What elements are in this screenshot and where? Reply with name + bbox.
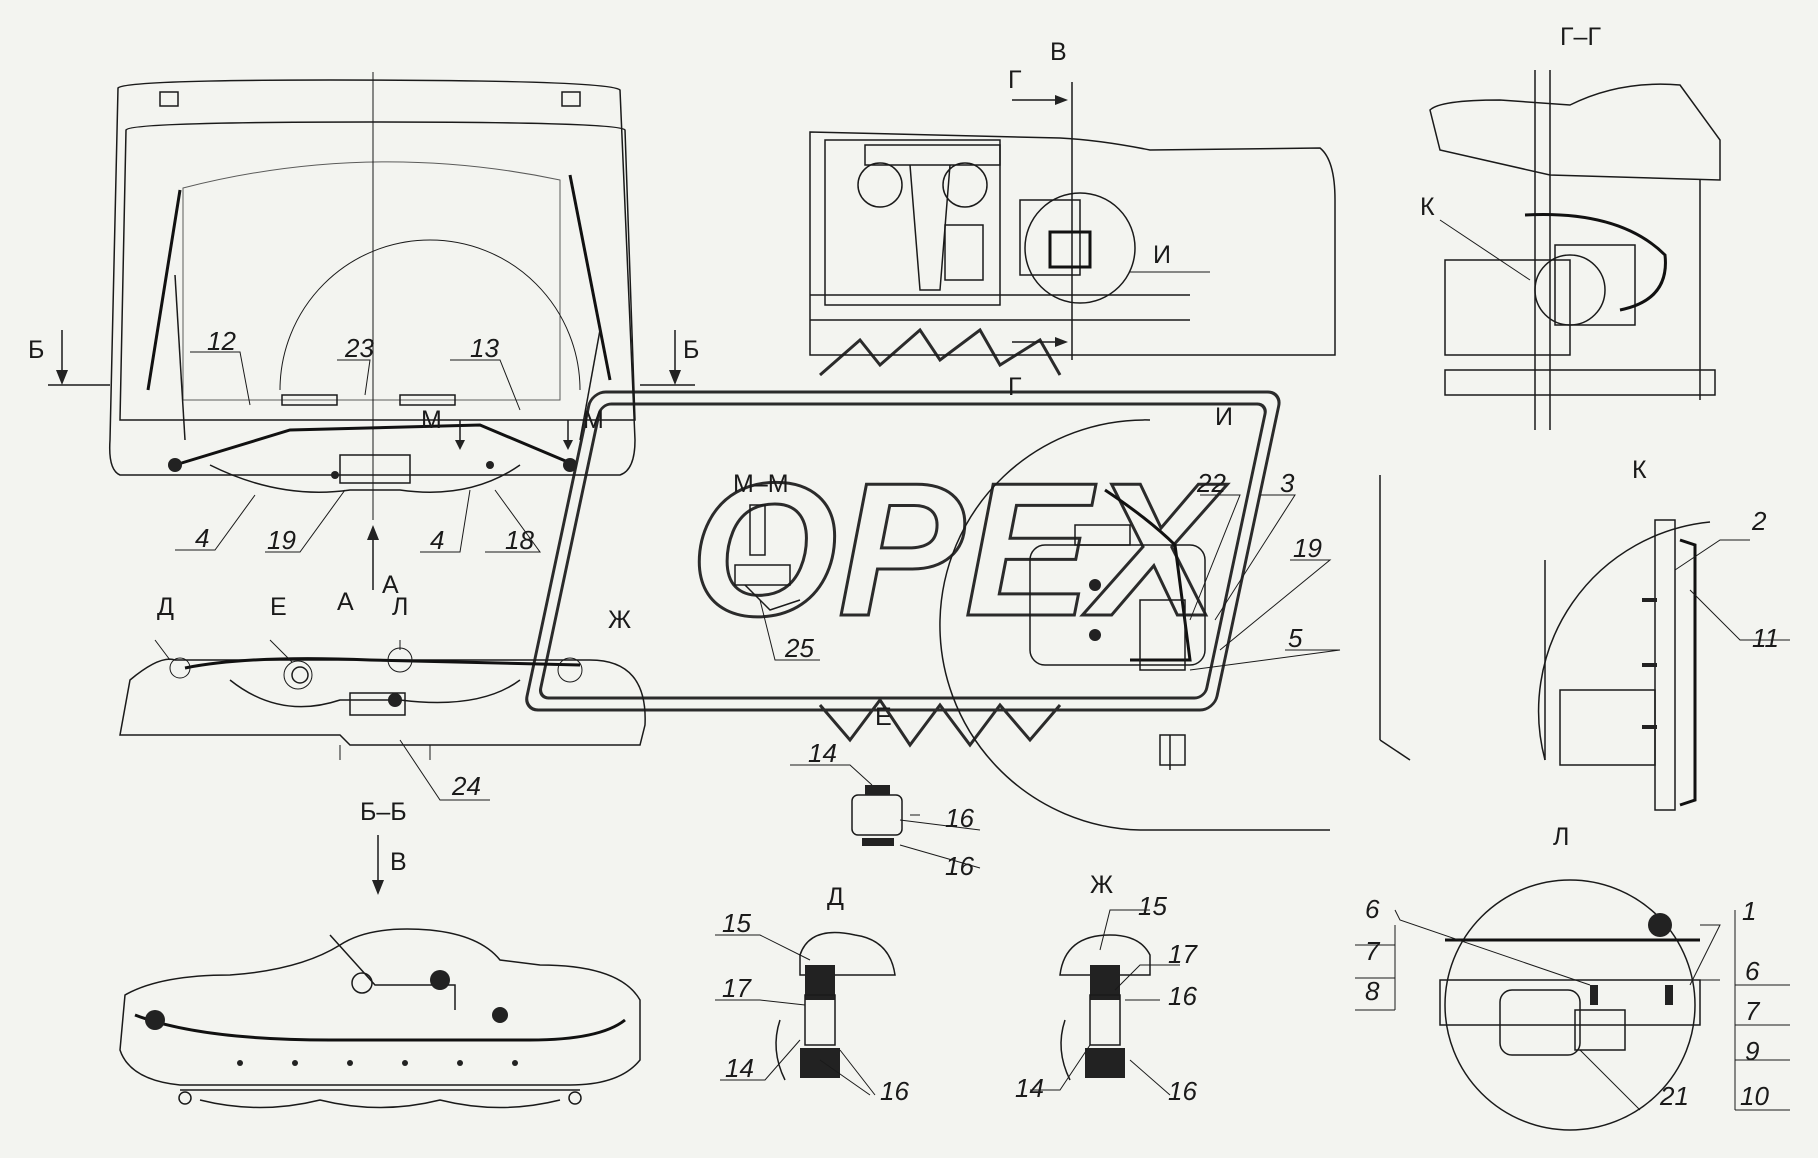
part-25-label: 25 [784,633,814,663]
view-k-title: К [1632,456,1647,484]
section-g-bottom-label: Г [1008,373,1022,401]
part-2-label: 2 [1751,506,1767,536]
view-a-title: А [337,588,354,616]
part-7l-label: 7 [1365,936,1381,966]
view-a-arrow-label: А [382,571,399,599]
view-v-bb-label: В [390,848,407,876]
part-17zh-label: 17 [1168,939,1198,969]
section-mm-title: М–М [733,470,789,498]
part-6l-label: 6 [1365,894,1380,924]
section-m-left-label: М [421,406,442,434]
part-14zh-label: 14 [1015,1073,1044,1103]
part-5-label: 5 [1288,623,1303,653]
callout-k-label: К [1420,193,1435,221]
part-14-label: 14 [808,738,837,768]
view-d: Д 15 17 14 16 [715,883,909,1106]
callout-e-top-label: Е [270,593,287,621]
view-zh: Ж 15 17 16 14 16 [1015,871,1198,1106]
part-16a-label: 16 [945,803,974,833]
part-6r-label: 6 [1745,956,1760,986]
part-16zh-label: 16 [1168,981,1197,1011]
section-g-top-label: Г [1008,66,1022,94]
part-19-label: 19 [267,525,296,555]
callout-d-label: Д [157,593,174,621]
callout-l-label: Л [392,593,408,621]
part-4-label-b: 4 [430,525,444,555]
section-b-left-label: Б [28,336,44,364]
view-v-dashboard: В Г Г И [809,38,1336,401]
part-1-label: 1 [1742,896,1756,926]
callout-zh-label: Ж [608,606,631,634]
part-16zh2-label: 16 [1168,1076,1197,1106]
callout-e-label: Е [875,703,892,731]
view-l-title: Л [1553,823,1569,851]
section-g-g: Г–Г К [1420,23,1721,430]
part-15d-label: 15 [722,908,751,938]
part-8l-label: 8 [1365,976,1380,1006]
view-zh-title: Ж [1090,871,1113,899]
part-16b-label: 16 [945,851,974,881]
view-l: Л 6 7 8 1 6 7 9 10 21 [1355,823,1790,1131]
part-21-label: 21 [1659,1081,1689,1111]
part-23-label: 23 [344,333,374,363]
part-4-label: 4 [195,523,209,553]
view-e-nozzle: 14 16 16 [790,738,981,881]
part-12-label: 12 [207,326,236,356]
part-9-label: 9 [1745,1036,1759,1066]
view-v-title: В [1050,38,1067,66]
callout-i-label: И [1153,241,1171,269]
section-b-right-label: Б [683,336,699,364]
section-b-b: Б–Б В [119,798,641,1109]
part-7r-label: 7 [1745,996,1761,1026]
view-d-title: Д [827,883,844,911]
part-24-label: 24 [451,771,481,801]
part-15zh-label: 15 [1138,891,1167,921]
part-14d-label: 14 [725,1053,754,1083]
part-11-label: 11 [1752,623,1779,653]
part-17d-label: 17 [722,973,752,1003]
section-bb-title: Б–Б [360,798,407,826]
view-k: К 2 11 [1537,456,1790,811]
view-i-washer-tank: И 22 3 19 5 [939,403,1411,831]
section-m-m: М–М 25 Ж Е [608,470,892,731]
part-19b-label: 19 [1293,533,1322,563]
part-16d-label: 16 [880,1076,909,1106]
section-m-right-label: М [583,406,604,434]
part-3-label: 3 [1280,468,1295,498]
view-i-title: И [1215,403,1233,431]
view-a: А Д Е Л 24 [119,588,646,801]
section-gg-title: Г–Г [1560,23,1601,51]
front-view: 12 23 13 4 19 4 18 Б Б М М А [28,72,699,599]
part-13-label: 13 [470,333,499,363]
part-22-label: 22 [1196,468,1226,498]
part-18-label: 18 [505,525,534,555]
part-10-label: 10 [1740,1081,1769,1111]
